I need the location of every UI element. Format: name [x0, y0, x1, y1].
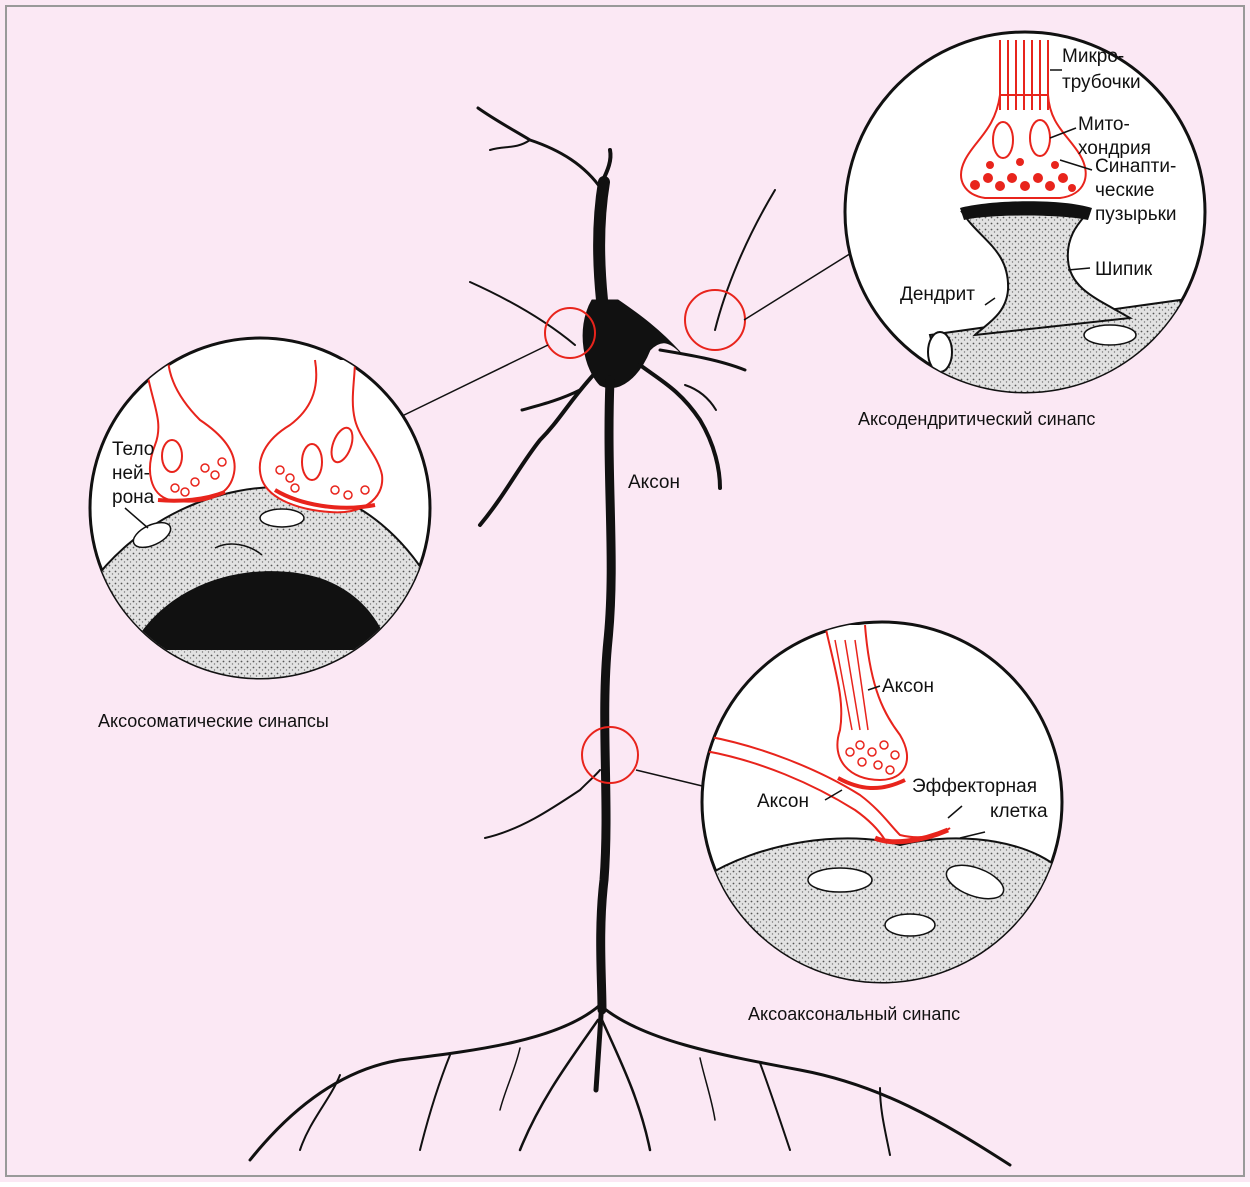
axosomatic-caption: Аксосоматические синапсы — [98, 711, 329, 731]
axodendritic-caption: Аксодендритический синапс — [858, 409, 1095, 429]
vesicles-label-2: ческие — [1095, 180, 1154, 201]
effector-cell-label-1: Эффекторная — [912, 776, 1037, 797]
microtubules-label-2: трубочки — [1062, 72, 1141, 93]
neuron-body-label-1: Тело — [112, 439, 154, 460]
axoaxonal-caption: Аксоаксональный синапс — [748, 1004, 960, 1024]
microtubules-label-1: Микро- — [1062, 46, 1124, 67]
neuron-body-label-3: рона — [112, 487, 155, 508]
axon-upper-label: Аксон — [882, 676, 934, 697]
effector-cell-label-2: клетка — [990, 801, 1048, 822]
axon-lower-label: Аксон — [757, 791, 809, 812]
spine-label: Шипик — [1095, 259, 1153, 280]
dendrite-label: Дендрит — [900, 284, 975, 305]
mitochondrion-label-1: Мито- — [1078, 114, 1130, 135]
vesicles-label-1: Синапти- — [1095, 156, 1176, 177]
vesicles-label-3: пузырьки — [1095, 204, 1177, 225]
neuron-body-label-2: ней- — [112, 463, 150, 484]
axon-main-label: Аксон — [628, 472, 680, 493]
